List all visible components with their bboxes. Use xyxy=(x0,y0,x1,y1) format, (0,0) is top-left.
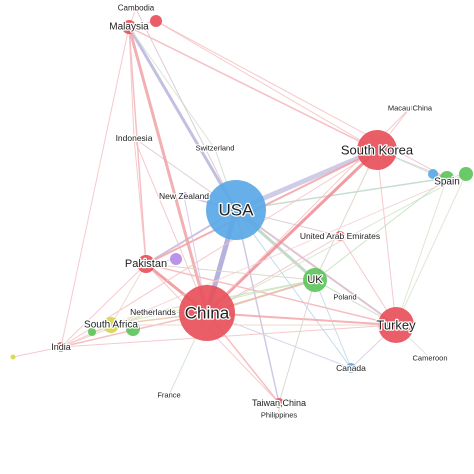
edge-usa-spain xyxy=(235,177,448,211)
edge-usa-malaysia xyxy=(127,25,238,212)
node-label-switzerland: Switzerland xyxy=(196,144,235,153)
edge-pakistan-south_africa xyxy=(110,263,147,326)
node-label-usa: USA xyxy=(219,201,255,220)
edge-malaysia-pakistan xyxy=(128,26,147,265)
node-south_korea[interactable] xyxy=(357,130,397,170)
node-uk[interactable] xyxy=(303,268,327,292)
node-india[interactable] xyxy=(56,342,66,352)
node-label-france: France xyxy=(157,391,180,400)
node-poland[interactable] xyxy=(342,294,348,300)
edge-china-indonesia xyxy=(133,137,208,314)
node-indonesia[interactable] xyxy=(131,135,137,141)
edge-turkey-unlabeled_green_right xyxy=(395,173,467,326)
node-turkey[interactable] xyxy=(378,307,414,343)
node-unlabeled_purple[interactable] xyxy=(170,253,182,265)
node-label-south_africa: South Africa xyxy=(84,320,138,331)
node-philippines[interactable] xyxy=(277,413,281,417)
node-label-uk: UK xyxy=(307,274,323,286)
edge-uk-canada xyxy=(314,279,352,369)
node-unlabeled_red_malaysia[interactable] xyxy=(150,15,162,27)
node-label-south_korea: South Korea xyxy=(341,143,414,158)
node-taiwan[interactable] xyxy=(274,398,284,408)
node-label-canada: Canada xyxy=(336,363,366,373)
edge-turkey-spain xyxy=(395,177,448,326)
node-label-china: China xyxy=(185,304,230,323)
edge-south_korea-india xyxy=(60,149,378,348)
edge-south_korea-uk xyxy=(314,149,378,281)
edge-uk-taiwan xyxy=(278,279,316,404)
node-france[interactable] xyxy=(167,393,171,397)
edge-turkey-india xyxy=(60,324,397,348)
node-china[interactable] xyxy=(179,285,235,341)
node-unlabeled_yellow_left[interactable] xyxy=(10,354,16,360)
edge-pakistan-india xyxy=(60,263,147,348)
edge-usa-taiwan xyxy=(235,209,280,404)
node-label-taiwan: Taiwan,China xyxy=(252,398,306,408)
edge-cambodia-usa xyxy=(135,8,237,211)
node-new_zealand[interactable] xyxy=(180,192,188,200)
edge-unlabeled_red_malaysia-south_korea xyxy=(155,20,378,151)
node-macau[interactable] xyxy=(407,105,413,111)
node-canada[interactable] xyxy=(346,363,356,373)
edge-china-turkey xyxy=(206,312,397,326)
edge-india-unlabeled_yellow_left xyxy=(12,346,62,358)
node-label-turkey: Turkey xyxy=(376,318,416,333)
edge-malaysia-indonesia xyxy=(128,26,135,139)
node-label-uae: United Arab Emirates xyxy=(300,231,380,241)
node-label-pakistan: Pakistan xyxy=(125,258,167,270)
edge-china-malaysia xyxy=(127,25,209,315)
edge-unlabeled_red_malaysia-spain xyxy=(155,20,448,179)
node-malaysia[interactable] xyxy=(122,20,136,34)
node-layer xyxy=(10,6,473,417)
node-label-indonesia: Indonesia xyxy=(116,133,153,143)
edge-pakistan-indonesia xyxy=(133,137,147,265)
edge-uk-spain xyxy=(314,177,448,281)
edge-malaysia-india xyxy=(60,26,130,348)
edge-south_korea-turkey xyxy=(376,149,397,326)
node-label-poland: Poland xyxy=(333,293,356,302)
edge-switzerland-malaysia xyxy=(128,26,216,150)
node-label-malaysia: Malaysia xyxy=(109,22,149,33)
edge-turkey-pakistan xyxy=(145,263,397,326)
node-switzerland[interactable] xyxy=(213,147,217,151)
node-cambodia[interactable] xyxy=(133,6,139,12)
node-usa[interactable] xyxy=(206,180,266,240)
node-label-cameroon: Cameroon xyxy=(412,354,447,363)
node-cameroon[interactable] xyxy=(428,356,432,360)
node-label-netherlands: Netherlands xyxy=(130,307,176,317)
edge-usa-turkey xyxy=(235,209,397,326)
node-label-cambodia: Cambodia xyxy=(118,4,155,13)
node-unlabeled_green_right[interactable] xyxy=(459,167,473,181)
node-label-philippines: Philippines xyxy=(261,411,298,420)
node-unlabeled_blue_spain[interactable] xyxy=(428,169,438,179)
edge-uk-pakistan xyxy=(145,263,316,281)
node-unlabeled_green_left[interactable] xyxy=(88,328,96,336)
node-uae[interactable] xyxy=(335,231,345,241)
node-label-new_zealand: New Zealand xyxy=(159,191,209,201)
node-unlabeled_green_sa[interactable] xyxy=(126,322,140,336)
edge-usa-canada xyxy=(235,209,352,369)
node-label-macau: Macau China xyxy=(388,104,433,113)
node-netherlands[interactable] xyxy=(150,309,156,315)
node-label-spain: Spain xyxy=(434,177,460,188)
node-label-india: India xyxy=(51,342,71,352)
node-spain[interactable] xyxy=(440,171,454,185)
edge-india-unlabeled_green_right xyxy=(60,173,467,348)
node-pakistan[interactable] xyxy=(137,255,155,273)
node-south_africa[interactable] xyxy=(103,317,119,333)
edge-south_korea-malaysia xyxy=(128,26,378,151)
